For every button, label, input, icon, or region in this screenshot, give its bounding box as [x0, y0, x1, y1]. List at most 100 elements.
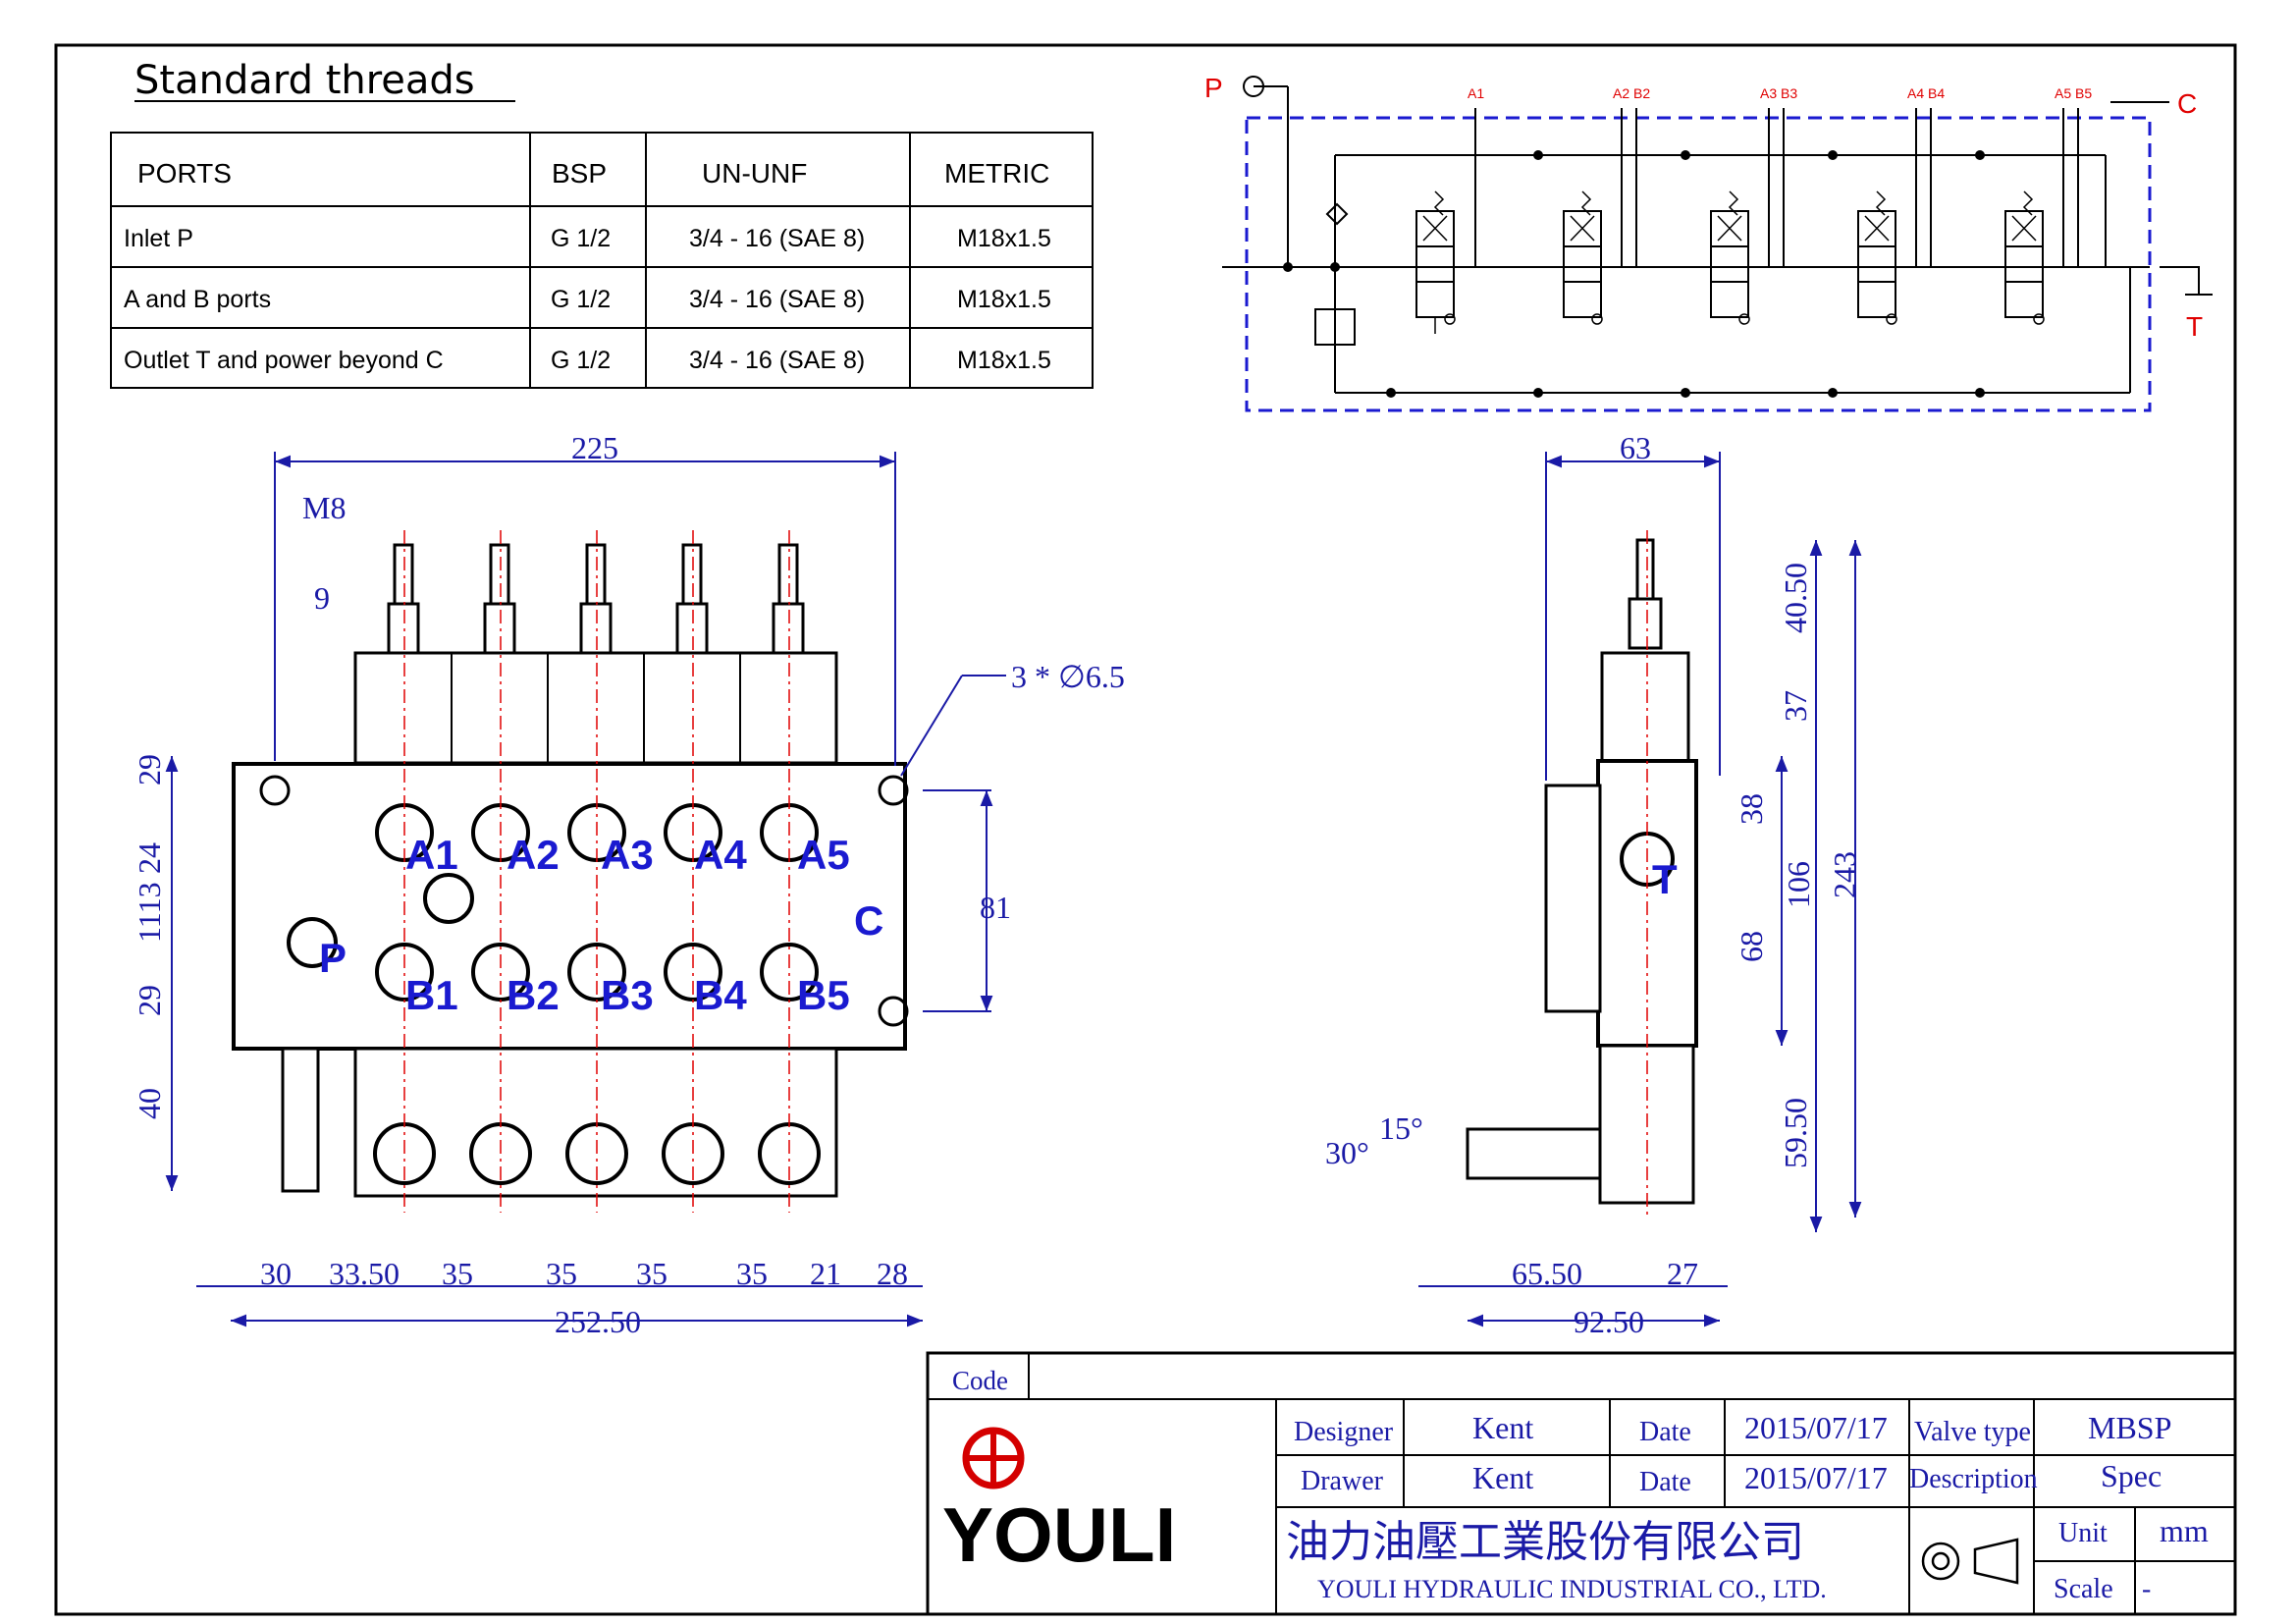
dim-side-37: 37 [1778, 690, 1813, 722]
hydraulic-schematic: P C T A1 [1204, 73, 2213, 412]
date-label-2: Date [1639, 1467, 1691, 1497]
port-label-c: C [854, 897, 883, 944]
title-block-fields: Designer Kent Date 2015/07/17 Valve type… [1286, 1410, 2209, 1604]
projection-symbol-icon [1921, 1538, 2019, 1585]
schematic-section-3: A3 B3 [1710, 85, 1797, 325]
dim-9: 9 [314, 580, 330, 616]
designer-value: Kent [1472, 1410, 1533, 1445]
row2-bsp: G 1/2 [551, 286, 611, 313]
port-label-b3: B3 [601, 972, 654, 1018]
port-label-b5: B5 [797, 972, 850, 1018]
dim-left-29a: 29 [132, 754, 167, 785]
inlet-port [287, 917, 338, 968]
port-label-b1: B1 [405, 972, 458, 1018]
dim-left-29b: 29 [132, 985, 167, 1016]
side-fitting [1466, 1127, 1602, 1180]
side-view: T 63 40.50 37 38 68 59.50 106 243 30° 15… [1325, 430, 1862, 1339]
dim-overall-width: 225 [571, 430, 618, 465]
row3-metric: M18x1.5 [957, 347, 1051, 374]
row2-metric: M18x1.5 [957, 286, 1051, 313]
side-port-label-t: T [1652, 856, 1678, 902]
header-ports: PORTS [137, 158, 232, 189]
dim-side-59-50: 59.50 [1778, 1098, 1813, 1168]
youli-logo: YOULI [942, 1427, 1176, 1578]
port-label-a1: A1 [405, 832, 458, 878]
relief-valve-icon [1314, 308, 1356, 346]
dim-m8: M8 [302, 490, 346, 525]
schematic-port-label-5: A5 B5 [2055, 85, 2092, 101]
valve-block-boundary [1245, 116, 2152, 412]
scale-label: Scale [2054, 1574, 2113, 1604]
header-metric: METRIC [944, 158, 1049, 189]
threads-table: Standard threads PORTS BSP UN-UNF METRIC… [110, 58, 1094, 389]
port-label-b4: B4 [694, 972, 747, 1018]
unit-value: mm [2160, 1513, 2209, 1548]
schematic-p-label: P [1204, 73, 1223, 103]
dim-angle-15: 15° [1379, 1110, 1423, 1146]
mount-hole-1 [259, 775, 291, 806]
tank-icon [2160, 266, 2213, 296]
dim-angle-30: 30° [1325, 1135, 1369, 1170]
schematic-section-1: A1 [1415, 85, 1484, 334]
schematic-port-label-4: A4 B4 [1907, 85, 1945, 101]
valve-body [232, 762, 907, 1051]
schematic-port-label-2: A2 B2 [1613, 85, 1650, 101]
row1-port: Inlet P [124, 225, 193, 252]
check-valve-icon [1325, 202, 1349, 226]
front-dim-lines [165, 452, 1006, 1327]
date-label-1: Date [1639, 1417, 1691, 1447]
schematic-port-label-1: A1 [1468, 85, 1484, 101]
port-label-a3: A3 [601, 832, 654, 878]
port-label-a5: A5 [797, 832, 850, 878]
description-label: Description [1909, 1464, 2038, 1494]
row1-un: 3/4 - 16 (SAE 8) [689, 225, 865, 252]
row2-port: A and B ports [124, 286, 271, 313]
spool-levers [387, 543, 805, 655]
drawer-value: Kent [1472, 1460, 1533, 1495]
row1-bsp: G 1/2 [551, 225, 611, 252]
company-name-en: YOULI HYDRAULIC INDUSTRIAL CO., LTD. [1317, 1575, 1827, 1603]
dim-side-63: 63 [1620, 430, 1651, 465]
designer-label: Designer [1294, 1417, 1394, 1447]
dim-side-68: 68 [1734, 931, 1769, 962]
dim-side-243: 243 [1827, 851, 1862, 898]
valve-type-value: MBSP [2088, 1410, 2171, 1445]
unit-label: Unit [2058, 1518, 2108, 1548]
dim-81: 81 [980, 890, 1011, 925]
header-un-unf: UN-UNF [702, 158, 807, 189]
port-label-p: P [319, 935, 347, 981]
row3-bsp: G 1/2 [551, 347, 611, 374]
side-spring-cap [1600, 651, 1690, 765]
mount-hole-2 [878, 775, 909, 806]
spring-cap-lines [451, 653, 741, 763]
schematic-section-2: A2 B2 [1563, 85, 1650, 325]
dim-side-106: 106 [1781, 861, 1816, 908]
dim-side-38: 38 [1734, 793, 1769, 825]
center-port [423, 873, 474, 924]
description-value: Spec [2101, 1458, 2162, 1493]
row2-un: 3/4 - 16 (SAE 8) [689, 286, 865, 313]
side-dim-lines [1418, 452, 1862, 1327]
dim-side-40-50: 40.50 [1778, 563, 1813, 633]
title-block: Code YOULI Designer Kent Date 2015/07/17… [926, 1351, 2237, 1616]
row1-metric: M18x1.5 [957, 225, 1051, 252]
spring-caps [353, 651, 838, 765]
row3-un: 3/4 - 16 (SAE 8) [689, 347, 865, 374]
dim-left-1113: 1113 [132, 882, 167, 943]
code-label: Code [952, 1366, 1008, 1395]
company-name-cn: 油力油壓工業股份有限公司 [1286, 1517, 1804, 1567]
threads-title: Standard threads [134, 58, 475, 103]
port-label-a4: A4 [694, 832, 747, 878]
side-flange [1544, 784, 1602, 1013]
scale-value: - [2142, 1574, 2151, 1604]
logo-text: YOULI [942, 1491, 1176, 1578]
port-labels: A1 A2 A3 A4 A5 B1 B2 B3 B4 B5 P C [319, 832, 883, 1018]
drawer-label: Drawer [1301, 1466, 1384, 1496]
junction-dots [1283, 150, 1985, 398]
front-view: A1 A2 A3 A4 A5 B1 B2 B3 B4 B5 P C 225 M8… [132, 430, 1125, 1339]
valve-type-label: Valve type [1914, 1417, 2031, 1447]
mount-hole-3 [878, 996, 909, 1027]
schematic-t-label: T [2186, 311, 2203, 342]
dim-left-24: 24 [132, 842, 167, 874]
center-lines [403, 530, 790, 1213]
